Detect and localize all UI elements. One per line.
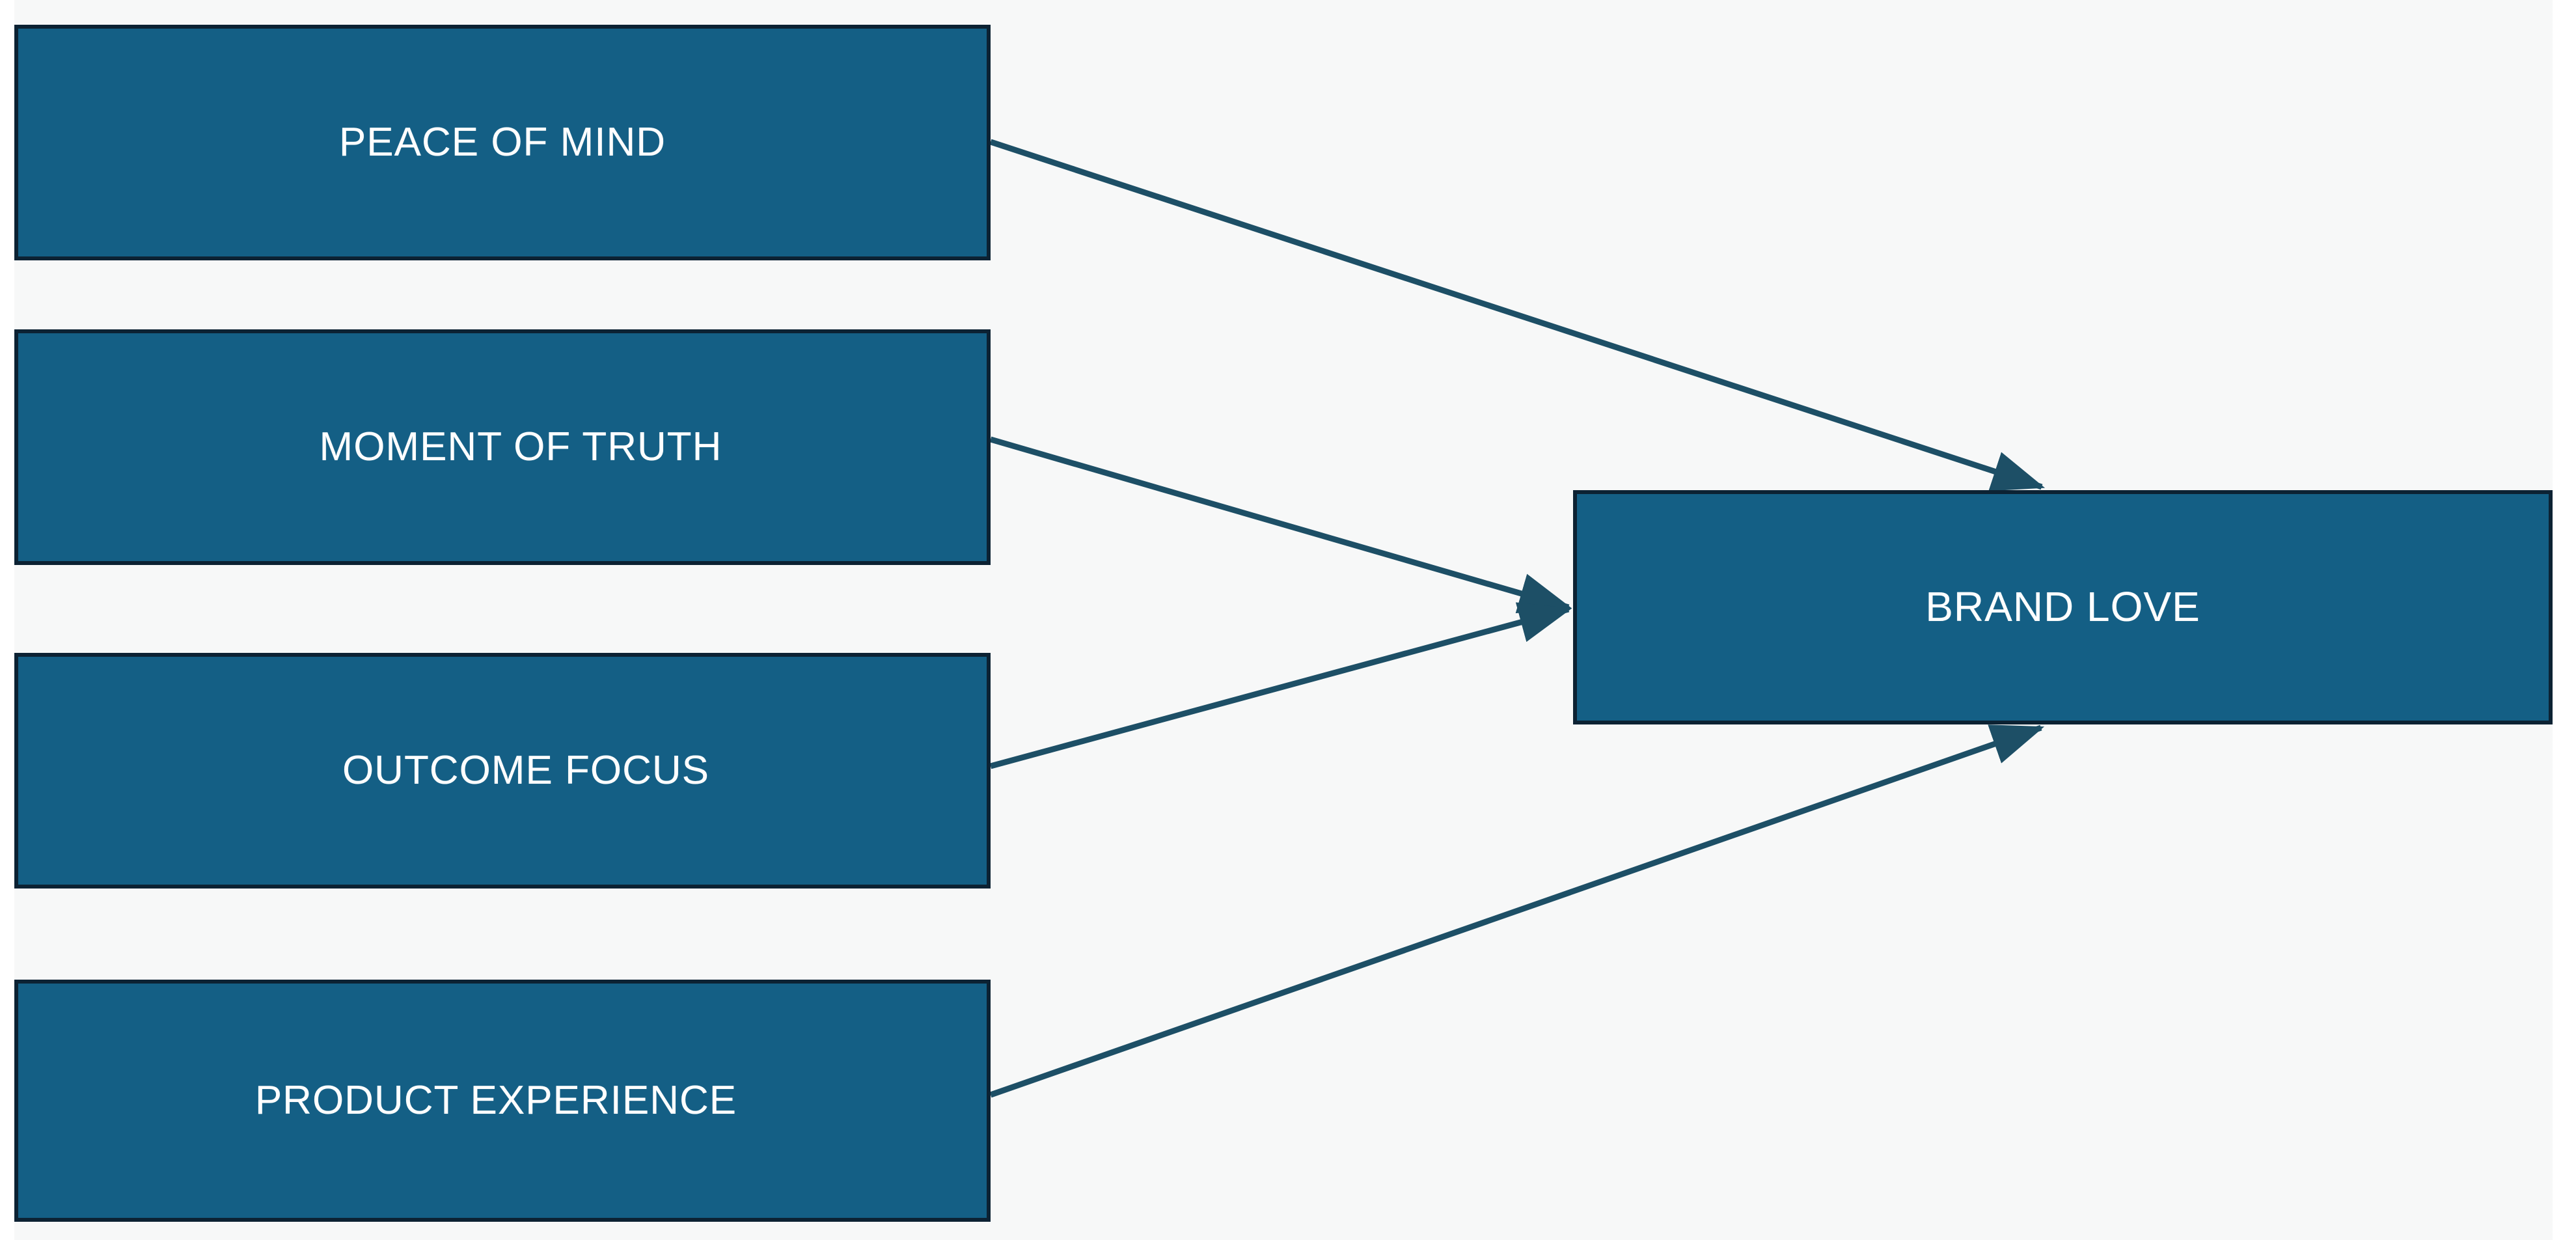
node-brand-love[interactable]: BRAND LOVE [1573, 490, 2553, 724]
node-moment-of-truth[interactable]: MOMENT OF TRUTH [14, 329, 991, 565]
node-peace-of-mind[interactable]: PEACE OF MIND [14, 25, 991, 260]
node-outcome-focus[interactable]: OUTCOME FOCUS [14, 653, 991, 889]
node-label-brand-love: BRAND LOVE [1925, 583, 2200, 631]
node-product-experience[interactable]: PRODUCT EXPERIENCE [14, 980, 991, 1222]
connector-moment-of-truth-to-brand-love [989, 436, 1572, 614]
node-label-product-experience: PRODUCT EXPERIENCE [254, 1078, 737, 1123]
node-label-outcome-focus: OUTCOME FOCUS [342, 748, 710, 793]
node-label-moment-of-truth: MOMENT OF TRUTH [319, 424, 722, 470]
right-margin [2553, 0, 2576, 1240]
connector-outcome-focus-to-brand-love [989, 602, 1572, 769]
node-label-peace-of-mind: PEACE OF MIND [338, 120, 666, 165]
left-margin [0, 0, 14, 1240]
connector-peace-of-mind-to-brand-love [989, 139, 2046, 491]
connector-product-experience-to-brand-love [989, 724, 2045, 1098]
